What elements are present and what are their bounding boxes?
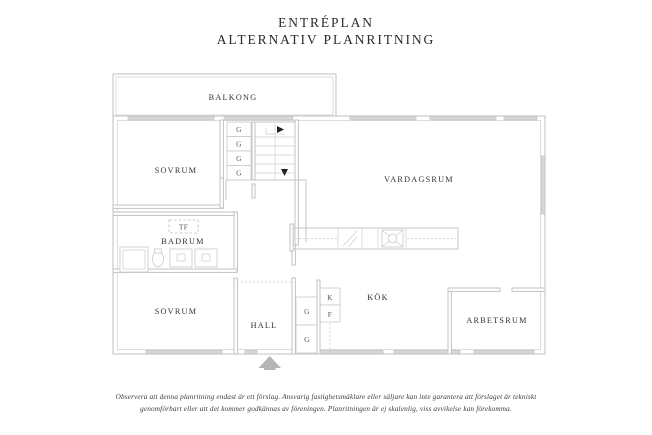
room-vardagsrum: VARDAGSRUM: [384, 175, 454, 184]
window-bottom-3: [316, 349, 384, 355]
wall-bedroom-stub: [219, 177, 224, 209]
building-shell: [112, 115, 546, 355]
plan-title: ENTRÉPLAN ALTERNATIV PLANRITNING: [0, 14, 652, 48]
shower-fixture: [119, 246, 149, 273]
sink-symbol-line-1: [342, 230, 358, 247]
plan-svg: BALKONG: [112, 73, 546, 370]
wall-badrum-top: [112, 211, 238, 216]
closet-label-4: G: [236, 169, 242, 178]
room-label-vardagsrum: VARDAGSRUM: [384, 175, 454, 184]
laundry-box: [168, 219, 199, 234]
closet-label-1: G: [236, 125, 242, 134]
sink-basin-2: [201, 253, 211, 262]
plan-disclaimer: Observera att denna planritning endast ä…: [0, 392, 652, 415]
closet-label-2: G: [236, 140, 242, 149]
hall-closet-label-1: G: [304, 307, 310, 316]
room-balkong: BALKONG: [112, 73, 337, 119]
stair-landing-path: [265, 128, 285, 135]
hall-closet-label-2: G: [304, 335, 310, 344]
stair-up-arrow-icon: [277, 126, 284, 133]
room-label-sovrum-top: SOVRUM: [155, 166, 198, 175]
sink-fixture-2: [194, 248, 218, 268]
kitchen-counter: [289, 223, 459, 252]
wall-kitchen-stub: [291, 244, 296, 266]
window-right-1: [541, 155, 546, 215]
sink-symbol-line-2: [348, 236, 358, 247]
wall-stair-living: [294, 119, 299, 246]
internal-walls: [112, 119, 546, 355]
entrance-arrow-icon: [258, 356, 281, 370]
shower-inner: [122, 249, 146, 270]
balkong-inner-line: [115, 76, 334, 116]
sink-basin-1: [176, 253, 186, 262]
windows-right-wall: [541, 155, 546, 215]
room-label-balkong: BALKONG: [209, 93, 258, 102]
window-bottom-4: [393, 349, 461, 355]
window-bottom-2: [244, 349, 258, 355]
window-bottom-5: [473, 349, 535, 355]
room-arbetsrum: ARBETSRUM: [466, 316, 527, 325]
window-bottom-1: [145, 349, 223, 355]
closets-hall: G G: [295, 296, 319, 354]
room-label-sovrum-bottom: SOVRUM: [155, 307, 198, 316]
stair-down-arrow-icon: [281, 169, 288, 176]
window-top-1: [127, 116, 215, 121]
toilet-tank: [154, 248, 162, 254]
room-label-arbetsrum: ARBETSRUM: [466, 316, 527, 325]
window-top-4: [429, 116, 497, 121]
laundry-label: TF: [179, 223, 188, 232]
wall-door-stub-upper: [251, 183, 256, 199]
room-label-kok: KÖK: [367, 293, 389, 302]
wall-arbetsrum-top-left: [447, 287, 501, 292]
wall-badrum-right: [233, 211, 238, 273]
window-top-3: [349, 116, 417, 121]
windows-bottom-wall: [145, 349, 535, 355]
room-label-badrum: BADRUM: [161, 237, 204, 246]
stove-center: [388, 233, 397, 244]
disclaimer-line-2: genomförbart eller att det kommer godkän…: [140, 404, 512, 413]
window-top-5: [503, 116, 538, 121]
wall-bedroom-bottom: [112, 204, 224, 209]
staircase: [225, 121, 307, 242]
closets-stairwell: G G G G: [226, 121, 252, 181]
wall-arbetsrum-top-right: [511, 287, 546, 292]
counter-end-wall: [289, 223, 294, 252]
room-sovrum-top: SOVRUM: [155, 166, 198, 175]
wall-kok-arbetsrum: [447, 287, 452, 355]
wall-bedroom-stair: [219, 119, 224, 179]
room-badrum: TF BADRUM: [119, 219, 218, 273]
window-top-2: [223, 116, 294, 121]
room-kok: KÖK: [367, 293, 389, 302]
wall-badrum-bottom: [112, 268, 238, 273]
closet-label-3: G: [236, 154, 242, 163]
windows-top-wall: [127, 116, 538, 121]
wall-hall-left: [233, 277, 238, 355]
freezer-label: F: [328, 310, 332, 319]
wall-hall-right: [291, 277, 296, 355]
stair-right-wall: [295, 179, 307, 242]
closet-box-4: [226, 165, 252, 181]
room-hall: HALL: [251, 321, 278, 330]
sink-fixture-1: [169, 248, 193, 268]
room-label-hall: HALL: [251, 321, 278, 330]
stair-wall-left: [251, 121, 256, 181]
title-line-secondary: ALTERNATIV PLANRITNING: [216, 32, 436, 47]
room-sovrum-bottom: SOVRUM: [155, 307, 198, 316]
building-inner-wall: [117, 120, 541, 350]
fridge-freezer-stack: K F: [316, 279, 341, 355]
floor-plan-drawing: BALKONG: [0, 60, 652, 370]
disclaimer-line-1: Observera att denna planritning endast ä…: [115, 393, 537, 401]
wall-fridge-left: [316, 279, 321, 355]
title-line-primary: ENTRÉPLAN: [278, 15, 374, 30]
balkong-outline: [112, 73, 337, 119]
fridge-label: K: [327, 293, 333, 302]
entrance-arrow: [258, 356, 281, 370]
